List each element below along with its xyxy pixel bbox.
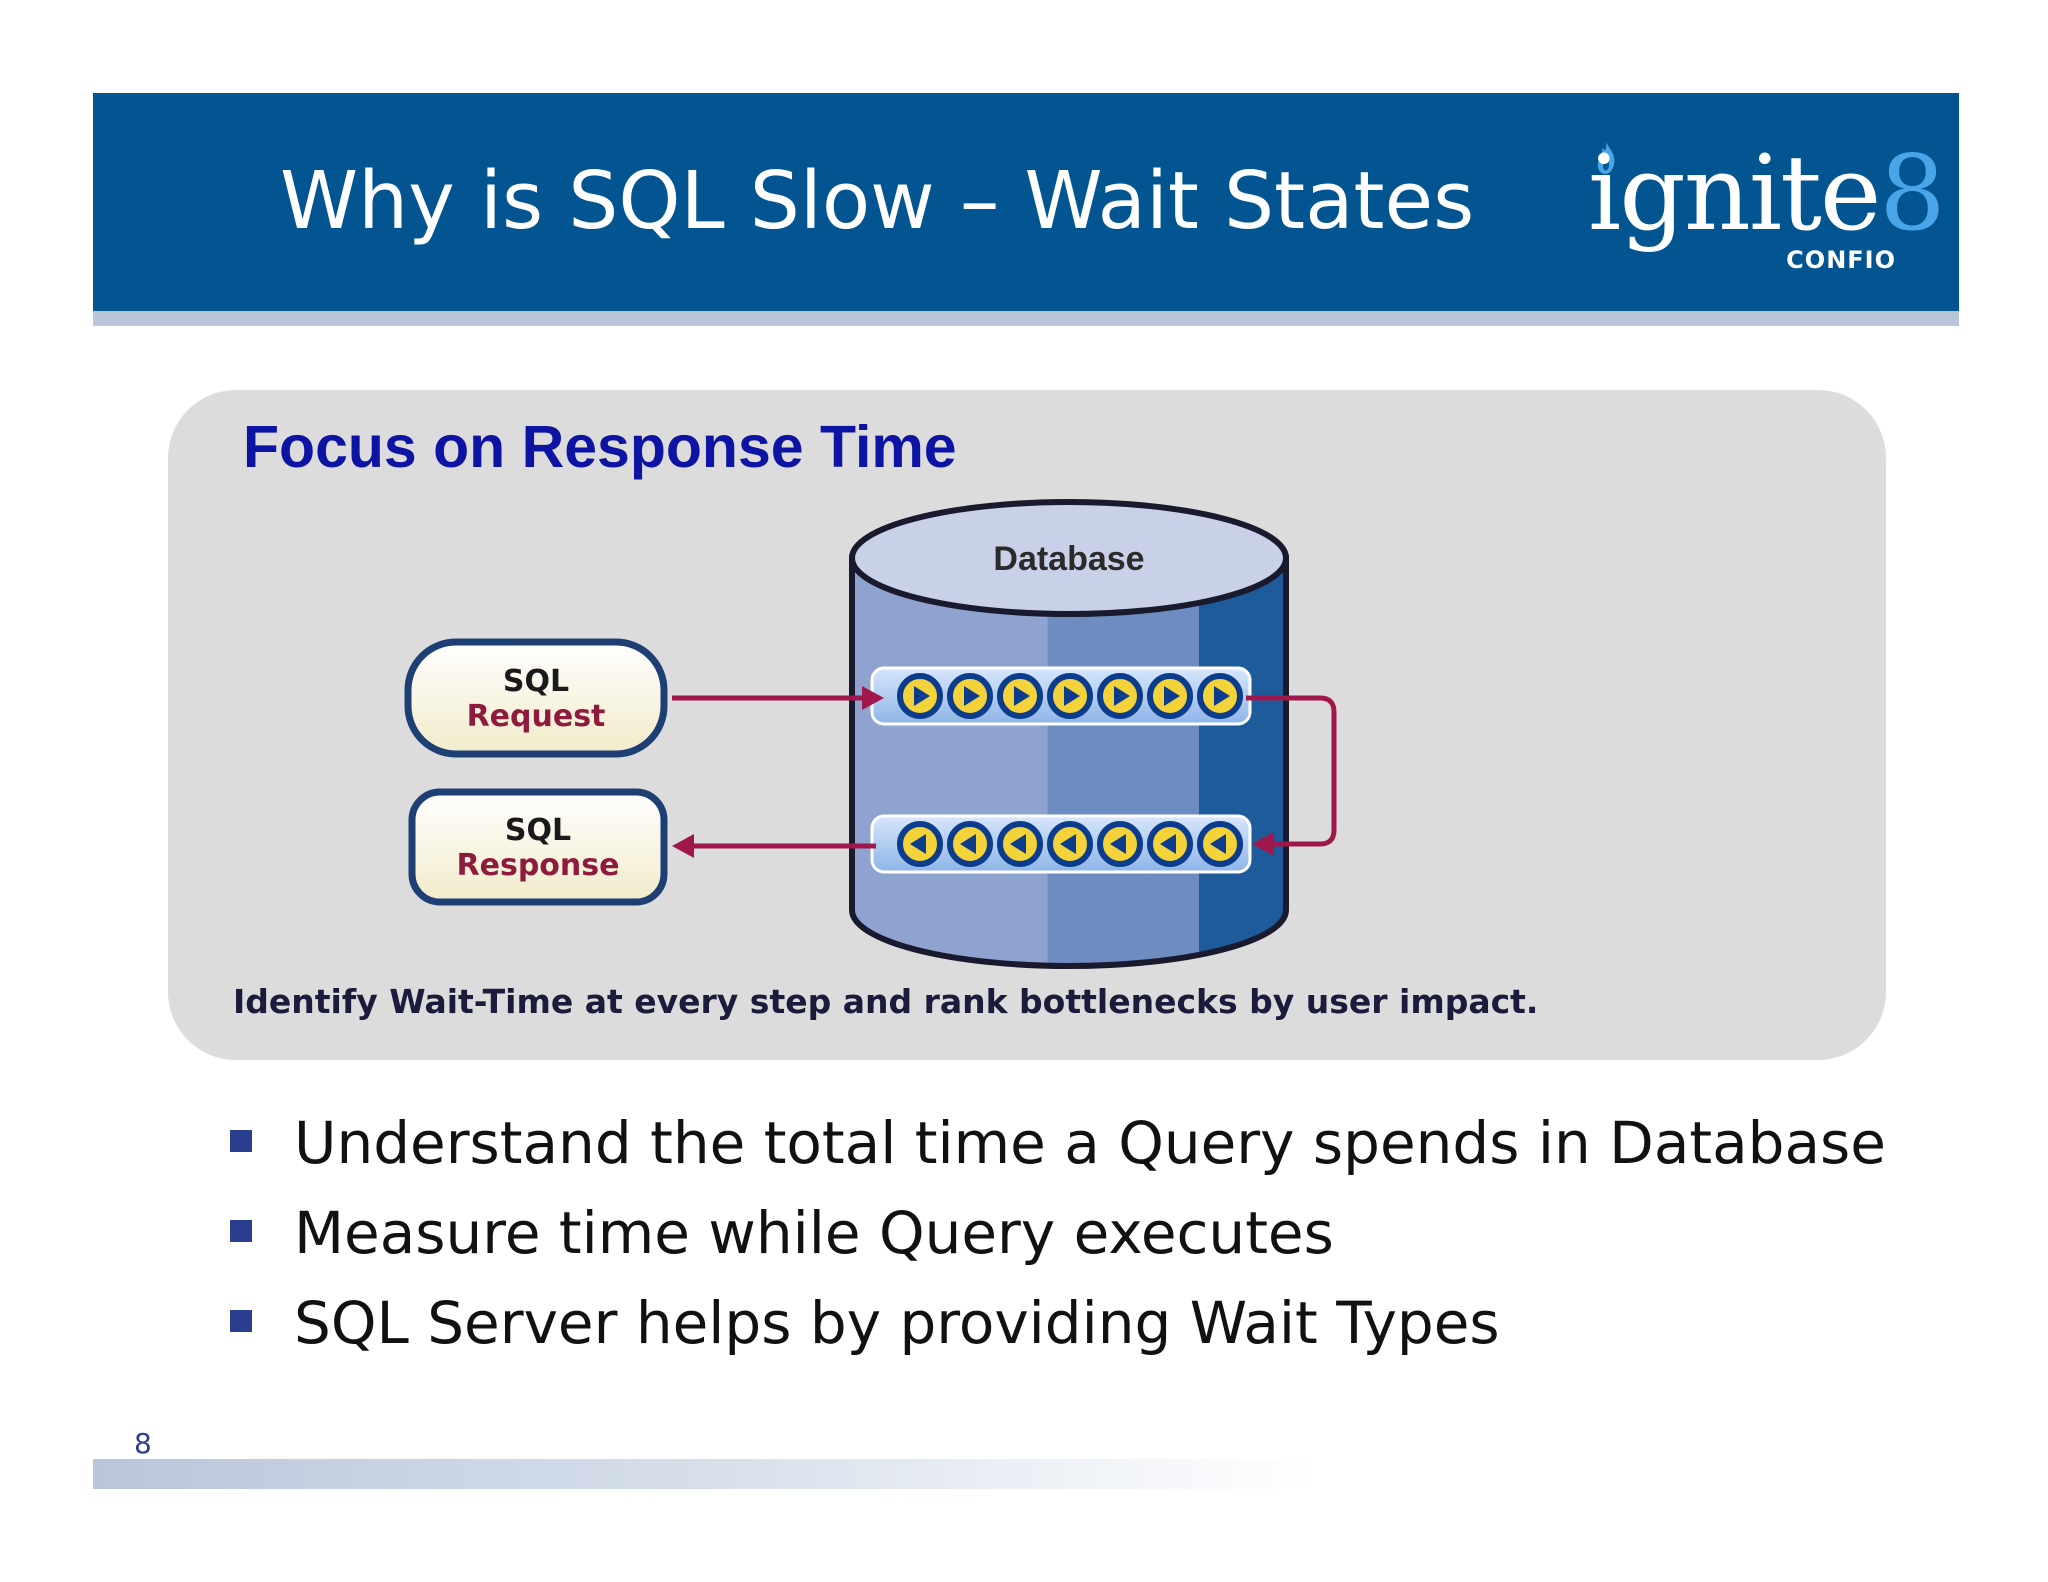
response-arrow (672, 834, 876, 858)
sql-response-line1: SQL (505, 813, 571, 848)
sql-request-box: SQL Request (408, 642, 664, 754)
request-queue (872, 668, 1250, 724)
logo-wordmark: ignite8 (1588, 128, 1944, 258)
sql-request-line2: Request (467, 699, 606, 734)
slide-title: Why is SQL Slow – Wait States (280, 156, 1474, 246)
square-bullet-icon (230, 1220, 252, 1242)
sql-response-line2: Response (457, 848, 620, 883)
sql-response-box: SQL Response (412, 792, 664, 902)
ignite8-logo: ignite8 CONFIO (1568, 128, 1910, 288)
logo-word: ignite (1588, 132, 1879, 254)
database-label: Database (993, 540, 1144, 578)
response-queue (872, 816, 1250, 872)
bullet-text: Understand the total time a Query spends… (294, 1108, 1886, 1178)
square-bullet-icon (230, 1130, 252, 1152)
diagram-caption: Identify Wait-Time at every step and ran… (233, 980, 1538, 1024)
square-bullet-icon (230, 1310, 252, 1332)
sql-request-line1: SQL (503, 664, 569, 699)
bullet-text: Measure time while Query executes (294, 1198, 1334, 1268)
page-number: 8 (134, 1428, 152, 1460)
bullet-text: SQL Server helps by providing Wait Types (294, 1288, 1500, 1358)
response-time-diagram: Database (380, 490, 1380, 970)
title-bar-underline (93, 311, 1959, 326)
logo-subtitle: CONFIO (1786, 246, 1896, 274)
logo-digit: 8 (1879, 132, 1943, 254)
panel-heading: Focus on Response Time (243, 414, 957, 480)
footer-bar (93, 1459, 1313, 1489)
